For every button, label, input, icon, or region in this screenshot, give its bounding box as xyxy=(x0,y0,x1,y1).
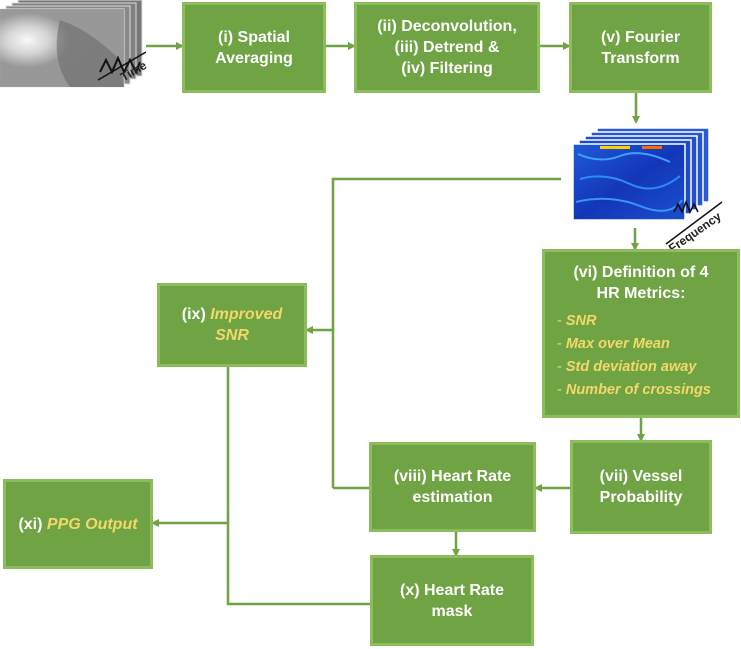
vessel-probability-box: (vii) Vessel Probability xyxy=(570,440,712,534)
deconvolution-line2: (iii) Detrend & xyxy=(394,39,500,56)
heart-rate-estimation-box: (viii) Heart Rate estimation xyxy=(369,442,536,532)
metric-item: -Std deviation away xyxy=(557,359,697,375)
metric-item: -Number of crossings xyxy=(557,382,711,398)
fourier-transform-box: (v) Fourier Transform xyxy=(569,2,712,93)
frequency-spectrum-image: Frequency xyxy=(570,124,741,255)
deconvolution-box: (ii) Deconvolution, (iii) Detrend & (iv)… xyxy=(354,2,540,93)
metric-item: -SNR xyxy=(557,313,597,329)
heart-rate-mask-box: (x) Heart Rate mask xyxy=(370,555,534,646)
hr-metrics-list: -SNR -Max over Mean -Std deviation away … xyxy=(557,310,711,402)
ppg-output-box: (xi) PPG Output xyxy=(3,479,153,569)
hr-mask-line1: (x) Heart Rate xyxy=(399,581,505,599)
fourier-line2: Transform xyxy=(601,49,680,67)
deconvolution-line3: (iv) Filtering xyxy=(401,60,493,77)
spectrum-graphic xyxy=(572,127,723,245)
hr-metrics-line2: HR Metrics: xyxy=(596,285,686,302)
hr-metrics-box: (vi) Definition of 4 HR Metrics: -SNR -M… xyxy=(542,249,740,418)
improved-line2: SNR xyxy=(215,327,249,344)
improved-line1: (ix) Improved xyxy=(181,306,283,323)
deconvolution-line1: (ii) Deconvolution, xyxy=(377,18,517,35)
arrow-spectrum-to-improved xyxy=(305,177,561,334)
spatial-averaging-line2: Averaging xyxy=(215,49,293,67)
spatial-averaging-box: (i) Spatial Averaging xyxy=(182,2,326,93)
arrow-improved-mask-to-ppg xyxy=(226,367,370,606)
hr-est-line2: estimation xyxy=(412,489,493,506)
vessel-line2: Probability xyxy=(599,489,683,506)
hr-est-line1: (viii) Heart Rate xyxy=(393,468,512,485)
video-frames-image: Time xyxy=(0,0,149,100)
video-frames-graphic xyxy=(0,0,147,88)
fourier-line1: (v) Fourier xyxy=(600,28,681,46)
ppg-line1: (xi) PPG Output xyxy=(18,515,138,533)
metric-item: -Max over Mean xyxy=(557,336,670,352)
hr-mask-line2: mask xyxy=(431,602,473,620)
hr-metrics-line1: (vi) Definition of 4 xyxy=(573,264,709,281)
spatial-averaging-line1: (i) Spatial xyxy=(217,28,290,46)
vessel-line1: (vii) Vessel xyxy=(599,468,683,485)
improved-snr-box: (ix) Improved SNR xyxy=(157,283,307,367)
